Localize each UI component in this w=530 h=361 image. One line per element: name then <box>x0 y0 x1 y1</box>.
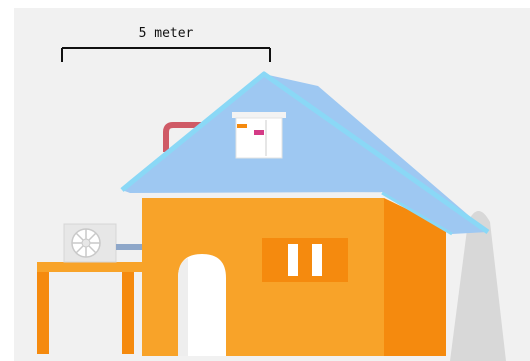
pipe-icon <box>163 122 210 152</box>
door <box>178 254 226 356</box>
platform-leg-right <box>122 272 134 354</box>
window-pane-left <box>288 244 298 276</box>
attic-unit <box>232 112 286 159</box>
platform-top <box>37 262 145 272</box>
scale-bar: 5 meter <box>61 26 271 62</box>
window-frame <box>262 238 348 282</box>
window-pane-right <box>312 244 322 276</box>
roof-eave <box>381 191 453 236</box>
house-shadow <box>450 211 506 361</box>
roof-edge <box>120 71 490 235</box>
fan-icon <box>71 228 101 258</box>
roof <box>122 74 488 234</box>
scale-label: 5 meter <box>139 26 194 41</box>
ac-unit <box>63 223 117 263</box>
wall-side <box>384 198 446 356</box>
ac-pipe <box>116 244 144 250</box>
platform-leg-left <box>37 272 49 354</box>
door-shade <box>178 258 188 356</box>
